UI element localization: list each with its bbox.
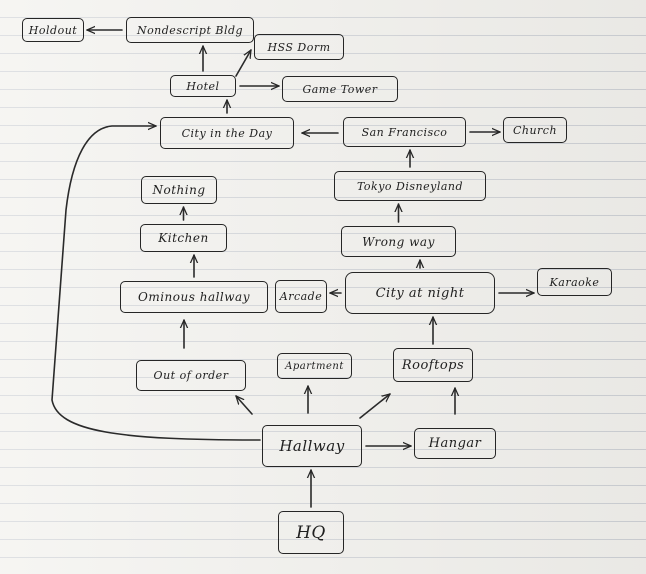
node-out-of-order[interactable]: Out of order bbox=[136, 360, 246, 391]
node-hq[interactable]: HQ bbox=[278, 511, 344, 554]
arrow-hallway-to-rooftops bbox=[359, 393, 391, 419]
node-city-in-the-day[interactable]: City in the Day bbox=[160, 117, 294, 149]
node-hallway[interactable]: Hallway bbox=[262, 425, 362, 467]
node-arcade[interactable]: Arcade bbox=[275, 280, 327, 313]
node-karaoke[interactable]: Karaoke bbox=[537, 268, 612, 296]
node-nothing[interactable]: Nothing bbox=[141, 176, 217, 204]
node-city-at-night[interactable]: City at night bbox=[345, 272, 495, 314]
node-ominous-hallway[interactable]: Ominous hallway bbox=[120, 281, 268, 313]
node-wrong-way[interactable]: Wrong way bbox=[341, 226, 456, 257]
node-hotel[interactable]: Hotel bbox=[170, 75, 236, 97]
node-san-francisco[interactable]: San Francisco bbox=[343, 117, 466, 147]
node-holdout[interactable]: Holdout bbox=[22, 18, 84, 42]
arrow-hallway-to-out-of-order bbox=[235, 395, 253, 415]
node-hss-dorm[interactable]: HSS Dorm bbox=[254, 34, 344, 60]
node-nondescript-bldg[interactable]: Nondescript Bldg bbox=[126, 17, 254, 43]
node-hangar[interactable]: Hangar bbox=[414, 428, 496, 459]
node-church[interactable]: Church bbox=[503, 117, 567, 143]
node-kitchen[interactable]: Kitchen bbox=[140, 224, 227, 252]
node-tokyo-disneyland[interactable]: Tokyo Disneyland bbox=[334, 171, 486, 201]
node-rooftops[interactable]: Rooftops bbox=[393, 348, 473, 382]
arrow-hotel-to-hss-dorm bbox=[235, 49, 252, 77]
node-game-tower[interactable]: Game Tower bbox=[282, 76, 398, 102]
node-apartment[interactable]: Apartment bbox=[277, 353, 352, 379]
